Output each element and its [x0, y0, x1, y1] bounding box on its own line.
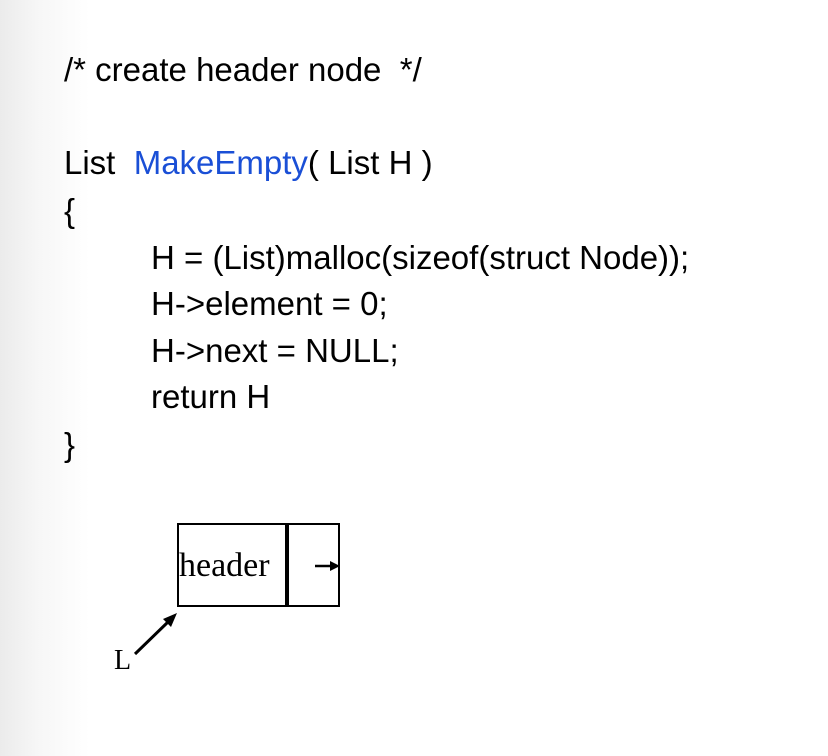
- code-line-malloc: H = (List)malloc(sizeof(struct Node));: [151, 239, 690, 276]
- close-brace: }: [64, 426, 76, 463]
- list-pointer-label: L: [114, 645, 132, 676]
- header-node-label: header: [179, 547, 270, 584]
- code-line-return: return H: [151, 378, 271, 415]
- parameter-list: ( List H ): [307, 144, 433, 181]
- next-pointer-arrow-icon: [315, 561, 340, 571]
- return-type: List: [64, 144, 134, 181]
- list-pointer-arrow-icon: [133, 613, 177, 656]
- node-divider: [285, 523, 289, 607]
- function-name: MakeEmpty: [133, 144, 308, 181]
- code-line-next: H->next = NULL;: [151, 332, 399, 369]
- code-comment: /* create header node */: [64, 51, 422, 88]
- open-brace: {: [64, 192, 76, 229]
- header-node-box: [177, 523, 340, 607]
- code-line-element: H->element = 0;: [151, 285, 388, 322]
- function-signature: List MakeEmpty( List H ): [64, 143, 433, 183]
